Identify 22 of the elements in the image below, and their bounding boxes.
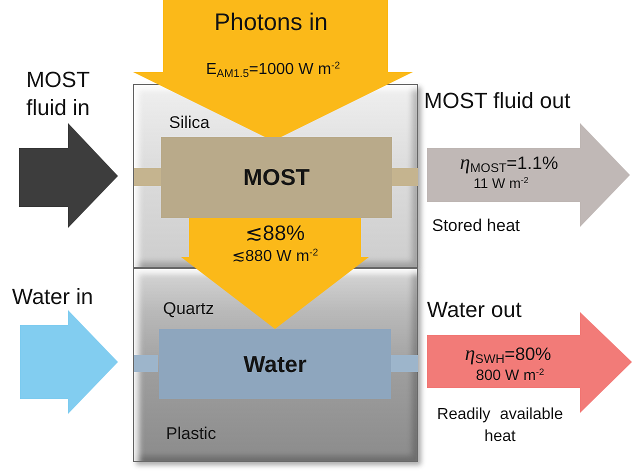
- efficiency-label: η$_{MOST}$=1.1%: [460, 152, 558, 176]
- power-label: 800 W m$^{-2}$: [476, 367, 544, 384]
- band-label: MOST: [243, 164, 310, 191]
- arrow-title: Photons in: [214, 9, 328, 37]
- layer-label: Quartz: [163, 299, 214, 319]
- layer-label: Plastic: [166, 424, 216, 444]
- inlet-label: MOST fluid in: [25, 66, 91, 122]
- note-label: Stored heat: [432, 216, 520, 236]
- irradiance-label: E$_{AM1.5}$=1000 W m$^{-2}$: [206, 61, 340, 80]
- fluid-band: [161, 137, 392, 218]
- layer-panel: [133, 268, 418, 462]
- inlet-label: Water in: [12, 284, 94, 310]
- fluid-band: [159, 329, 391, 399]
- band-label: Water: [243, 350, 307, 378]
- outlet-label: MOST fluid out: [424, 88, 570, 114]
- outlet-label: Water out: [427, 297, 522, 322]
- layer-label: Silica: [169, 113, 210, 133]
- note-label: Readily available heat: [436, 405, 564, 447]
- light-arrow: [181, 218, 369, 329]
- efficiency-label: η$_{SWH}$=80%: [464, 343, 552, 367]
- power-label: 11 W m$^{-2}$: [474, 175, 528, 192]
- edge-label: ≲88% ≲880 W m$^{-2}$: [230, 221, 320, 268]
